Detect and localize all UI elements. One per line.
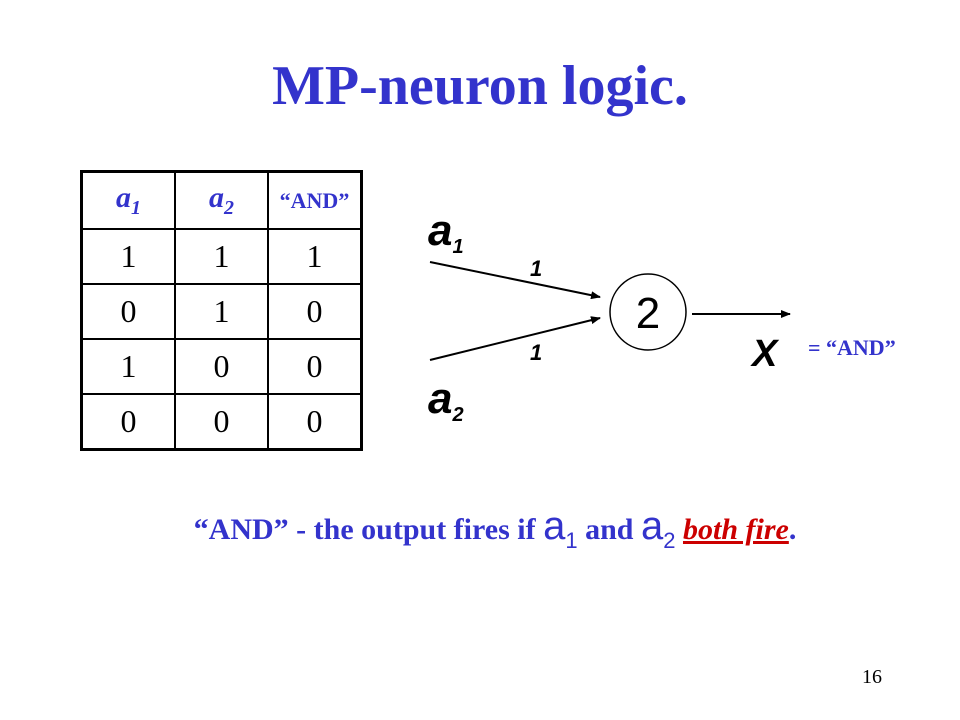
header-and: “AND” bbox=[267, 170, 363, 230]
table-cell: 0 bbox=[267, 283, 363, 340]
table-cell: 0 bbox=[267, 338, 363, 395]
table-cell: 0 bbox=[80, 283, 176, 340]
weight-top: 1 bbox=[530, 256, 542, 281]
table-cell: 0 bbox=[174, 393, 269, 451]
input-a1-label: a1 bbox=[428, 206, 464, 258]
table-cell: 1 bbox=[80, 338, 176, 395]
output-equals-and: = “AND” bbox=[808, 335, 896, 360]
table-cell: 1 bbox=[174, 228, 269, 285]
input-a2-label: a2 bbox=[428, 374, 464, 426]
table-cell: 0 bbox=[267, 393, 363, 451]
table-cell: 1 bbox=[174, 283, 269, 340]
table-row: 0 1 0 bbox=[80, 283, 363, 340]
table-cell: 0 bbox=[174, 338, 269, 395]
table-row: 1 0 0 bbox=[80, 338, 363, 395]
table-row: 0 0 0 bbox=[80, 393, 363, 451]
weight-bottom: 1 bbox=[530, 340, 542, 365]
table-cell: 0 bbox=[80, 393, 176, 451]
page-number: 16 bbox=[862, 666, 882, 688]
input-arrow-bottom bbox=[429, 316, 601, 361]
neuron-circle bbox=[609, 273, 687, 351]
table-cell: 1 bbox=[267, 228, 363, 285]
table-header-row: a1 a2 “AND” bbox=[80, 170, 363, 230]
header-a2: a2 bbox=[174, 170, 269, 230]
output-variable: X bbox=[750, 333, 780, 375]
header-a1: a1 bbox=[80, 170, 176, 230]
truth-table: a1 a2 “AND” 1 1 1 0 1 0 1 0 0 0 0 0 bbox=[80, 170, 363, 451]
page-title: MP-neuron logic. bbox=[272, 55, 688, 117]
table-row: 1 1 1 bbox=[80, 228, 363, 285]
caption: “AND” - the output fires if a1 and a2 bo… bbox=[193, 504, 797, 553]
input-arrow-top bbox=[429, 261, 601, 300]
neuron-threshold: 2 bbox=[636, 289, 660, 338]
caption-emphasis: both fire bbox=[682, 513, 789, 546]
table-cell: 1 bbox=[80, 228, 176, 285]
